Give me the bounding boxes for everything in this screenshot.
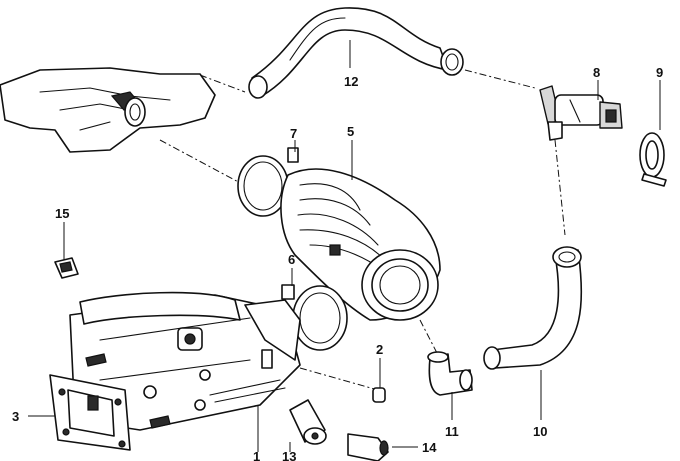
part-10-lower-hose [483, 246, 583, 370]
part-1-air-flow-meter [69, 291, 301, 431]
part-3-gasket [49, 374, 131, 451]
callout-9: 9 [656, 65, 663, 80]
callout-12: 12 [344, 74, 358, 89]
callout-labels: 12 8 9 7 5 15 6 2 3 11 10 1 13 14 [12, 65, 663, 461]
callout-14: 14 [422, 440, 437, 455]
callout-6: 6 [288, 252, 295, 267]
callout-13: 13 [282, 449, 296, 461]
part-13-connector [289, 399, 327, 445]
leader-lines [28, 40, 661, 452]
assembly-center-lines [159, 69, 566, 391]
callout-3: 3 [12, 409, 19, 424]
callout-8: 8 [593, 65, 600, 80]
callout-7: 7 [290, 126, 297, 141]
part-5-intake-boot [280, 168, 441, 321]
part-15-clip [54, 257, 79, 279]
callout-5: 5 [347, 124, 354, 139]
part-11-elbow [427, 351, 473, 396]
callout-2: 2 [376, 342, 383, 357]
part-9-clip [639, 132, 667, 187]
part-2-plug [372, 387, 386, 403]
part-14-boot [347, 433, 389, 461]
part-12-upper-hose [248, 7, 464, 99]
callout-11: 11 [445, 424, 459, 439]
part-8-valve [539, 85, 623, 141]
callout-15: 15 [55, 206, 69, 221]
intake-manifold [0, 67, 216, 153]
callout-1: 1 [253, 449, 260, 461]
part-7-clamp [237, 147, 299, 217]
callout-10: 10 [533, 424, 547, 439]
